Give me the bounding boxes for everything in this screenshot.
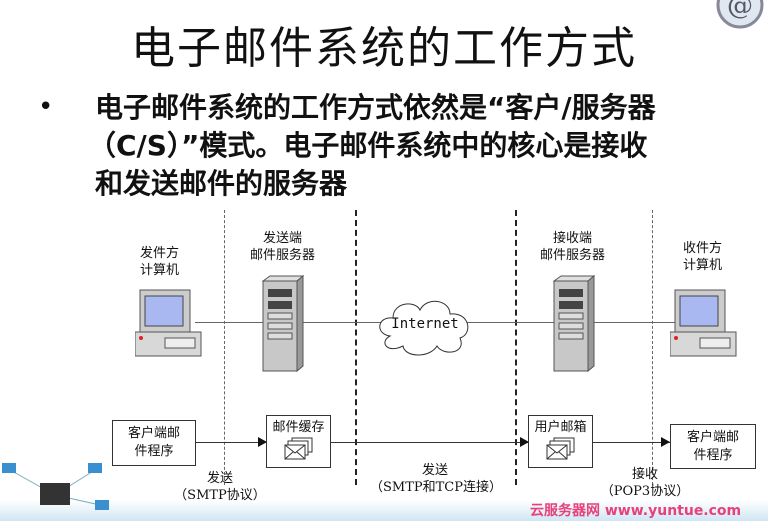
user-mailbox-box: 用户邮箱 bbox=[528, 415, 593, 468]
bullet-icon: • bbox=[38, 92, 54, 122]
bullet-line: 电子邮件系统的工作方式依然是“客户/服务器 bbox=[95, 91, 656, 124]
divider bbox=[515, 210, 517, 485]
send-server-label: 发送端邮件服务器 bbox=[250, 231, 316, 263]
envelope-icon bbox=[546, 437, 574, 460]
footer-band bbox=[0, 500, 768, 521]
arrow-icon bbox=[661, 437, 670, 447]
flow-label: 发送（SMTP协议） bbox=[174, 471, 266, 503]
bullet-line: 和发送邮件的服务器 bbox=[95, 167, 348, 200]
at-logo-icon: @ bbox=[716, 0, 764, 29]
svg-text:@: @ bbox=[727, 0, 753, 21]
recv-pc-label: 收件方计算机 bbox=[683, 241, 723, 273]
server-icon bbox=[553, 275, 595, 373]
flow-label: 发送（SMTP和TCP连接） bbox=[370, 463, 502, 495]
network-graphic-icon bbox=[2, 463, 109, 510]
recv-server-label: 接收端邮件服务器 bbox=[540, 231, 606, 263]
divider bbox=[355, 210, 357, 485]
internet-label: Internet bbox=[391, 316, 459, 332]
envelope-icon bbox=[284, 437, 312, 460]
bullet-line: （C/S）”模式。电子邮件系统中的核心是接收 bbox=[88, 129, 648, 162]
mail-cache-box: 邮件缓存 bbox=[266, 415, 331, 468]
arrow-icon bbox=[258, 437, 267, 447]
client-program-box: 客户端邮件程序 bbox=[112, 420, 196, 466]
divider bbox=[224, 210, 225, 485]
flow-label: 接收（POP3协议） bbox=[600, 467, 690, 499]
flow-line bbox=[195, 442, 670, 443]
sender-pc-label: 发件方计算机 bbox=[140, 246, 180, 278]
cloud-icon bbox=[379, 300, 469, 356]
computer-icon bbox=[135, 289, 202, 357]
arrow-icon bbox=[520, 437, 529, 447]
watermark: 云服务器网 www.yuntue.com bbox=[530, 503, 742, 519]
server-icon bbox=[262, 275, 304, 373]
divider bbox=[652, 210, 653, 485]
computer-icon bbox=[670, 289, 737, 357]
page-title: 电子邮件系统的工作方式 bbox=[131, 23, 637, 74]
client-program-box: 客户端邮件程序 bbox=[670, 424, 756, 469]
